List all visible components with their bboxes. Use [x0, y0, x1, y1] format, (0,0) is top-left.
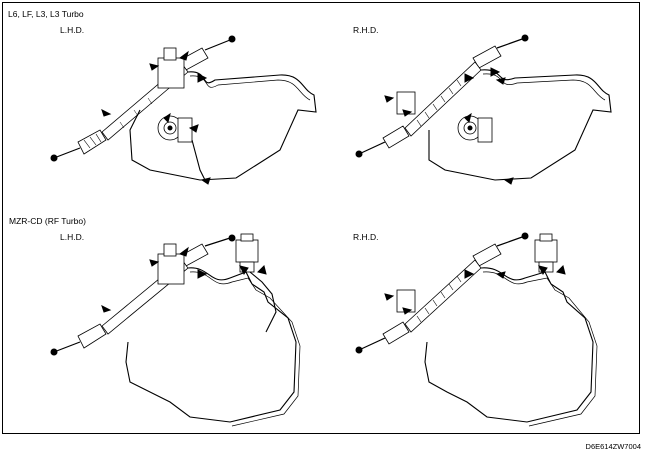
tie-rod-end-left [355, 346, 363, 354]
rack-housing [404, 259, 482, 333]
return-pipe [189, 75, 311, 101]
tie-rod-end-left [50, 348, 58, 356]
engine-group-label-diesel: MZR-CD (RF Turbo) [9, 216, 86, 226]
lhd-label-bottom: L.H.D. [60, 232, 85, 242]
steering-rack-rhd-petrol-figure [355, 34, 612, 185]
fluid-reservoir [235, 239, 259, 263]
pinion-shaft [163, 47, 177, 61]
rack-boot-left [382, 321, 410, 345]
rack-boot-left [77, 323, 107, 349]
return-pipe [189, 271, 301, 427]
figure-code: D6E614ZW7004 [585, 442, 641, 451]
return-pipe [482, 271, 598, 427]
valve-housing [157, 253, 185, 285]
tie-rod-end-right [521, 232, 529, 240]
pressure-pipe [428, 69, 612, 181]
rack-boot-left [77, 129, 107, 155]
bolt-arrows [101, 50, 211, 185]
rhd-label-bottom: R.H.D. [353, 232, 379, 242]
return-pipe [482, 73, 606, 101]
lhd-label-top: L.H.D. [60, 25, 85, 35]
diagram-frame [2, 2, 640, 434]
tie-rod-right [204, 39, 231, 51]
valve-housing [157, 57, 185, 89]
steering-rack-lhd-diesel-figure [50, 233, 301, 427]
tie-rod-left [53, 147, 81, 159]
bolt-arrows [101, 246, 267, 313]
bolt-arrows [384, 67, 514, 185]
steering-rack-rhd-diesel-figure [355, 232, 598, 427]
tie-rod-end-left [355, 150, 363, 158]
tie-rod-end-left [50, 154, 58, 162]
pump-body [177, 117, 193, 143]
steering-rack-lhd-petrol-figure [50, 35, 317, 185]
tie-rod-end-right [228, 234, 236, 242]
tie-rod-end-right [228, 35, 236, 43]
bolt-arrows [384, 265, 566, 315]
fluid-reservoir [534, 239, 558, 263]
rhd-label-top: R.H.D. [353, 25, 379, 35]
pressure-pipe [125, 267, 297, 423]
tie-rod-end-right [521, 34, 529, 42]
engine-group-label-petrol: L6, LF, L3, L3 Turbo [8, 9, 84, 19]
rack-boot-left [382, 125, 410, 149]
